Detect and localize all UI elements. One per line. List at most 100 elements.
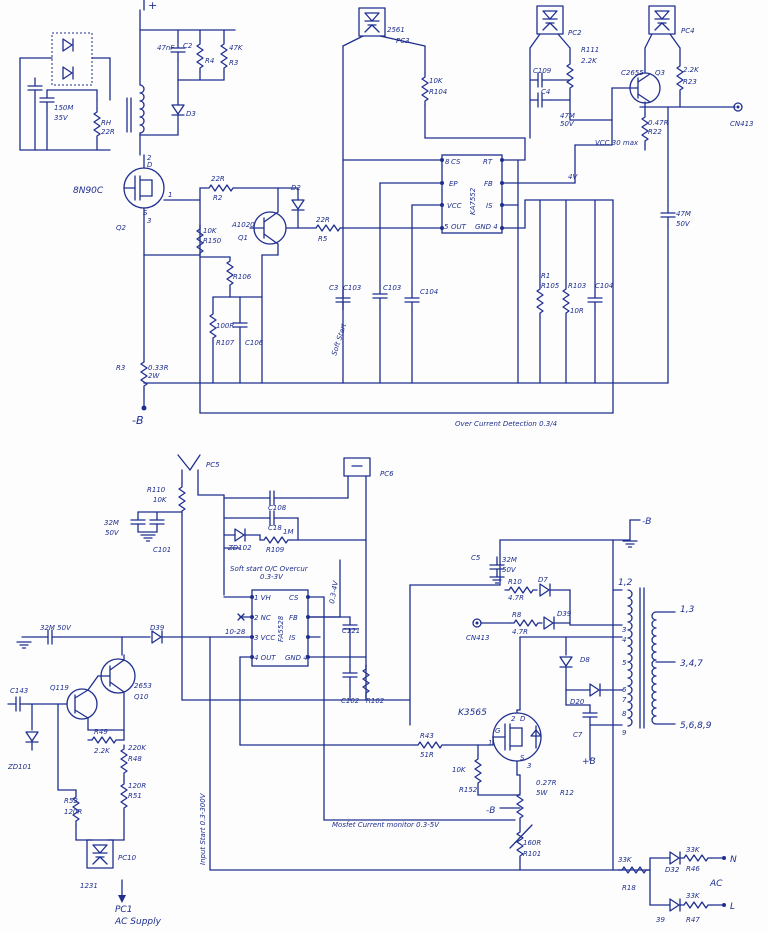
ic-lower-p3: 3 VCC xyxy=(254,634,275,642)
tx-p13: 1,3 xyxy=(680,605,695,615)
pc1-label: PC1 xyxy=(115,905,132,915)
r22-ref: R22 xyxy=(648,128,662,136)
ic-ka7552: 8 CS EP VCC 5 OUT RT FB IS GND 4 KA7552 xyxy=(440,154,504,234)
r104-value: 10K xyxy=(429,77,444,85)
r3-ref: R3 xyxy=(116,364,125,372)
q119-label: Q119 xyxy=(50,684,69,692)
upper-circuit: + 150M 35V RH 22R xyxy=(19,0,754,428)
r3-rating: 2W xyxy=(148,372,160,380)
r150-ref: R150 xyxy=(203,237,222,245)
ic-lower-p5: GND 4 xyxy=(285,654,308,662)
tx-p347: 3,4,7 xyxy=(680,659,703,669)
r18-value: 33K xyxy=(618,856,633,864)
d39b-label: D39 xyxy=(557,610,572,618)
ic-upper-p8: 8 xyxy=(445,158,450,166)
d20-label: D20 xyxy=(570,698,585,706)
mosfet-q2-s: S xyxy=(143,209,148,217)
c143-label: C143 xyxy=(10,687,28,695)
q1-part: A1020 xyxy=(231,221,255,229)
c121-label: C121 xyxy=(342,627,360,635)
c7-label: C7 xyxy=(573,731,583,739)
r47-ref: R47 xyxy=(686,916,700,924)
lower-circuit: PC5 R110 10K PC6 32M 50V C101 C108 C18 xyxy=(7,454,737,927)
mosfet-q2-d: D xyxy=(147,161,153,169)
r2-value: 22R xyxy=(211,175,225,183)
q3-part: C2655 xyxy=(621,69,644,77)
r10-ref: R10 xyxy=(508,578,522,586)
k3565-d: D xyxy=(520,715,526,723)
r109-value: 1M xyxy=(283,528,294,536)
r2-ref: R2 xyxy=(213,194,223,202)
r1-val: R105 xyxy=(541,282,560,290)
c102-label: C102 xyxy=(341,697,360,705)
r3top-value: 47K xyxy=(229,44,244,52)
d2-label: D2 xyxy=(291,184,301,192)
mosfet-q2: 8N90C Q2 2 D S 3 1 xyxy=(73,154,181,232)
r51-ref: R51 xyxy=(128,792,142,800)
r48-ref: R48 xyxy=(128,755,142,763)
q10-part: 2653 xyxy=(134,682,152,690)
c103b-label: C103 xyxy=(383,284,401,292)
v03-label: 10-28 xyxy=(225,628,246,636)
c32b-value: 32M xyxy=(502,556,517,564)
ac-l-label: L xyxy=(730,902,735,912)
ic-lower-p8: CS xyxy=(289,594,299,602)
upper-vminus-label: -B xyxy=(132,414,144,427)
r104-ref: R104 xyxy=(429,88,447,96)
r12-rating: 5W xyxy=(536,789,548,797)
ic-upper-name: KA7552 xyxy=(469,187,477,215)
ac-n-label: N xyxy=(730,855,737,865)
c2-ref: C2 xyxy=(183,42,193,50)
r3-value: 0.33R xyxy=(148,364,169,372)
tx-n9: 9 xyxy=(622,729,627,737)
mosfet-current-note: Mosfet Current monitor 0.3-5V xyxy=(332,821,440,829)
r103-ref: R103 xyxy=(568,282,586,290)
ic-upper-p4: GND 4 xyxy=(475,223,498,231)
c103-label: C103 xyxy=(343,284,361,292)
tx-n7: 7 xyxy=(622,696,627,704)
tx-n4: 4 xyxy=(622,636,626,644)
r109-ref: R109 xyxy=(266,546,285,554)
d7-label: D7 xyxy=(538,576,548,584)
ic-upper-p5n: OUT xyxy=(451,223,467,231)
lower-transformer: 1,2 1,3 3,4,7 5,6,8,9 3 4 5 6 7 8 9 xyxy=(612,539,712,871)
mosfet-q2-part: 8N90C xyxy=(73,186,104,196)
mosfet-k3565: K3565 D S G 1 2 3 xyxy=(458,708,542,776)
bridge-cap-value: 150M xyxy=(54,104,73,112)
soft-start-note: Soft Start xyxy=(330,322,348,356)
input-start-note: Input Start 0.3-300V xyxy=(199,792,207,865)
r106-ref: R106 xyxy=(233,273,252,281)
c32b-rating: 50V xyxy=(502,566,517,574)
r5-ref: R5 xyxy=(318,235,328,243)
d34-label: 39 xyxy=(656,916,665,924)
ic-lower-p1: 1 VH xyxy=(254,594,271,602)
v4-label: 4V xyxy=(568,173,578,181)
r12-ref: R12 xyxy=(560,789,574,797)
overcurrent-note: Over Current Detection 0.3/4 xyxy=(455,420,557,428)
pc10-label: PC10 xyxy=(118,854,137,862)
r52-value: 120R xyxy=(64,808,82,816)
ic-lower-p4: 4 OUT xyxy=(254,654,276,662)
ic-upper-p6: VCC xyxy=(447,202,462,210)
ac-supply-label: AC Supply xyxy=(114,917,162,927)
mosfet-q2-source-pin: 3 xyxy=(147,217,151,225)
tx-n5: 5 xyxy=(622,659,627,667)
r8-value: 4.7R xyxy=(512,628,528,636)
r46-ref: R46 xyxy=(686,865,700,873)
r8-ref: R8 xyxy=(512,611,522,619)
k3565-p3: 3 xyxy=(527,762,531,770)
c3-label: C3 xyxy=(329,284,338,292)
k3565-s: S xyxy=(520,754,525,762)
v3-label: 0.3-4V xyxy=(328,579,340,604)
mosfet-q2-drain-pin: 2 xyxy=(147,154,152,162)
c4-label: C4 xyxy=(541,88,550,96)
ic-upper-p7: EP xyxy=(449,180,458,188)
r49-ref: R49 xyxy=(94,728,108,736)
c32-rating: 50V xyxy=(105,529,120,537)
r103-value: 10R xyxy=(570,307,584,315)
c32-value: 32M xyxy=(104,519,119,527)
c106-ref: C106 xyxy=(245,339,264,347)
k3565-g: G xyxy=(495,727,501,735)
bridge-res-alt: 22R xyxy=(101,128,115,136)
